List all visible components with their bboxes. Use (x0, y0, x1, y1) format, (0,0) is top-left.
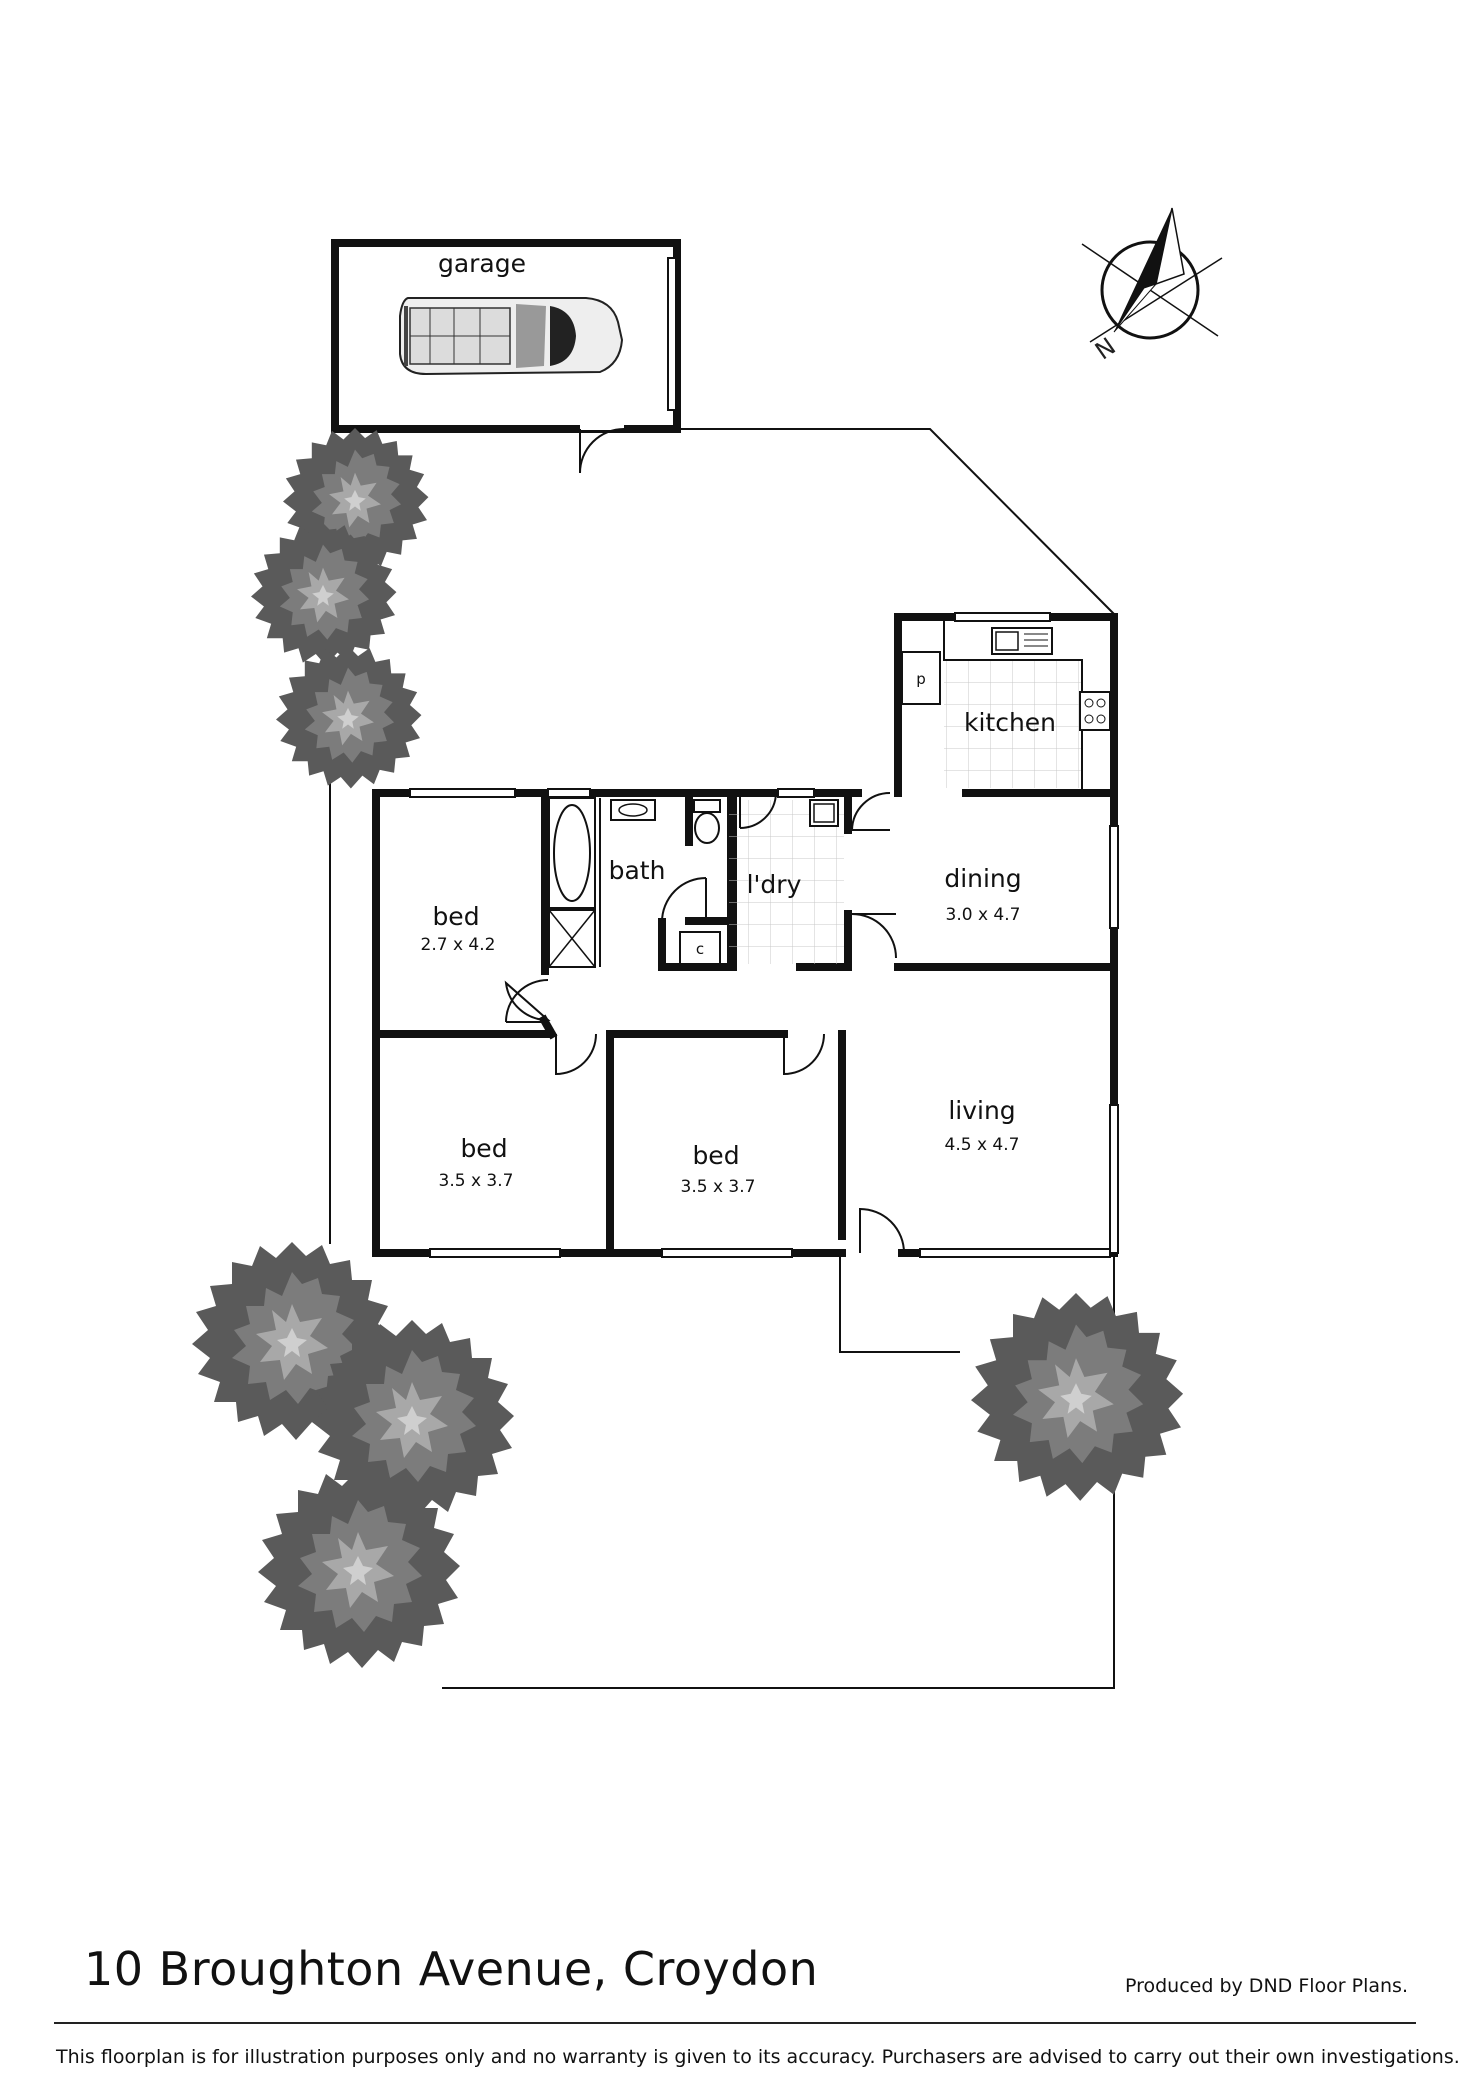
bath: bath c (548, 797, 721, 968)
kitchen: p kitchen (894, 617, 1111, 793)
producer-credit: Produced by DND Floor Plans. (1124, 1975, 1408, 1997)
cooktop-icon (1079, 691, 1111, 731)
pantry-label: p (916, 670, 926, 688)
tree-icon (971, 1293, 1184, 1501)
bed-3-label: bed (692, 1141, 739, 1170)
bed-3-dims: 3.5 x 3.7 (681, 1177, 756, 1197)
bed-2-label: bed (460, 1134, 507, 1163)
garage: garage (331, 239, 681, 474)
dining-dims: 3.0 x 4.7 (946, 905, 1021, 925)
dining: dining 3.0 x 4.7 (851, 792, 1022, 959)
bed-1-dims: 2.7 x 4.2 (421, 935, 496, 955)
laundry: l'dry (727, 792, 844, 967)
living: living 4.5 x 4.7 (945, 1096, 1020, 1155)
tree-icon (276, 646, 422, 789)
compass-north-label: N (1090, 332, 1121, 365)
toilet-icon (693, 799, 721, 844)
disclaimer-text: This floorplan is for illustration purpo… (56, 2046, 1460, 2068)
bed-1: bed 2.7 x 4.2 (421, 902, 551, 1023)
bed-3: bed 3.5 x 3.7 (681, 1141, 756, 1197)
cupboard-label: c (696, 940, 704, 958)
car-icon (399, 297, 624, 376)
garage-label: garage (438, 249, 526, 278)
living-dims: 4.5 x 4.7 (945, 1135, 1020, 1155)
laundry-label: l'dry (747, 870, 802, 899)
kitchen-label: kitchen (964, 708, 1056, 737)
bed-2: bed 3.5 x 3.7 (439, 1134, 514, 1191)
bath-label: bath (609, 856, 666, 885)
compass-icon: N (1081, 207, 1223, 365)
floor-plan-diagram: garage (192, 207, 1223, 1689)
footer-divider (54, 2022, 1416, 2024)
bed-1-label: bed (432, 902, 479, 931)
living-label: living (948, 1096, 1015, 1125)
property-address: 10 Broughton Avenue, Croydon (84, 1942, 819, 1996)
sink-icon (991, 627, 1053, 655)
dining-label: dining (944, 864, 1021, 893)
bed-2-dims: 3.5 x 3.7 (439, 1171, 514, 1191)
door-swings (555, 1033, 905, 1254)
